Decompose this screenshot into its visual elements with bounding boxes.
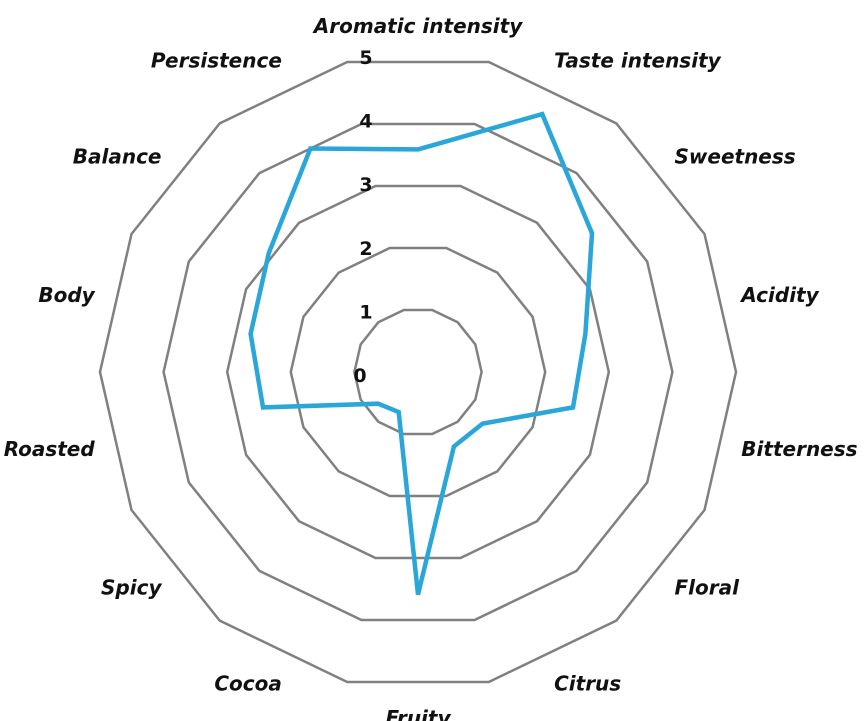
category-label-sweetness: Sweetness <box>675 144 796 168</box>
tick-label-4: 4 <box>359 111 372 133</box>
grid-ring-1 <box>353 308 483 436</box>
category-label-bitterness: Bitterness <box>741 437 857 461</box>
category-label-floral: Floral <box>675 576 741 600</box>
tick-label-2: 2 <box>359 238 372 260</box>
category-label-aromatic-intensity: Aromatic intensity <box>312 14 523 38</box>
category-label-body: Body <box>38 283 95 307</box>
category-label-cocoa: Cocoa <box>214 672 282 696</box>
tick-label-5: 5 <box>359 47 372 69</box>
category-label-acidity: Acidity <box>739 283 819 307</box>
category-label-spicy: Spicy <box>101 576 162 600</box>
tick-label-3: 3 <box>359 174 372 196</box>
tick-label-1: 1 <box>359 301 372 323</box>
grid-ring-4 <box>162 122 674 622</box>
grid-ring-3 <box>225 184 611 560</box>
category-label-taste-intensity: Taste intensity <box>554 48 722 72</box>
series-line-0 <box>248 111 595 596</box>
grid-ring-2 <box>289 246 547 498</box>
category-label-balance: Balance <box>73 144 162 168</box>
category-label-fruity: Fruity <box>385 706 451 721</box>
category-label-roasted: Roasted <box>4 437 96 461</box>
category-label-citrus: Citrus <box>554 672 621 696</box>
grid-ring-5 <box>98 60 738 684</box>
tick-label-0: 0 <box>353 365 366 387</box>
category-label-persistence: Persistence <box>151 48 282 72</box>
